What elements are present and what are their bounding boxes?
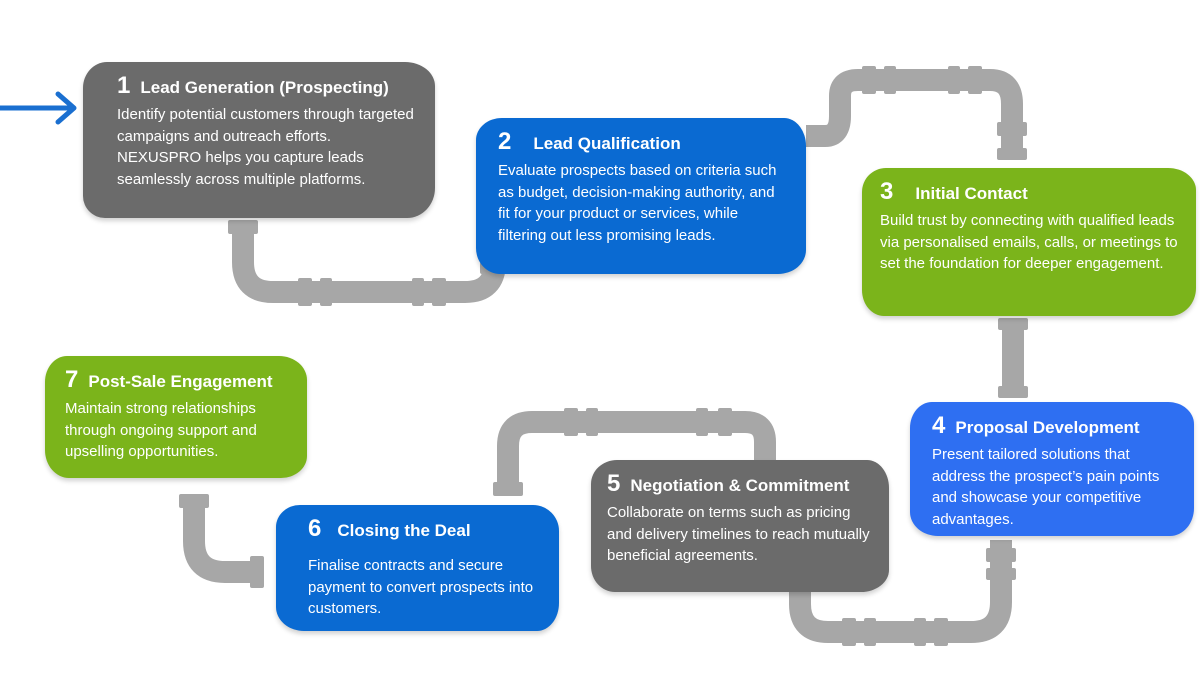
step-number: 3 <box>880 178 894 205</box>
step-card-lead-qualification: 2 Lead Qualification Evaluate prospects … <box>476 118 806 274</box>
pipe-6-to-7 <box>183 498 262 583</box>
pipe-5-to-6 <box>497 411 776 492</box>
step-number: 2 <box>498 128 512 155</box>
step-number: 5 <box>607 470 621 497</box>
step-title: Post-Sale Engagement <box>88 372 273 391</box>
step-header: 5 Negotiation & Commitment <box>607 472 873 496</box>
pipe-4-to-5 <box>789 540 1012 643</box>
step-number: 7 <box>65 366 79 393</box>
step-card-negotiation: 5 Negotiation & Commitment Collaborate o… <box>591 460 889 592</box>
step-card-lead-generation: 1 Lead Generation (Prospecting) Identify… <box>83 62 435 218</box>
step-card-post-sale-engagement: 7 Post-Sale Engagement Maintain strong r… <box>45 356 307 478</box>
step-header: 7 Post-Sale Engagement <box>65 368 291 392</box>
step-title: Lead Qualification <box>533 134 681 153</box>
step-header: 4 Proposal Development <box>932 414 1178 438</box>
step-header: 3 Initial Contact <box>880 180 1180 204</box>
step-description: Identify potential customers through tar… <box>117 106 414 188</box>
step-description: Build trust by connecting with qualified… <box>880 212 1178 272</box>
step-number: 6 <box>308 515 322 542</box>
pipe-1-to-2 <box>232 225 506 303</box>
entry-arrow-icon <box>0 91 77 125</box>
step-description: Maintain strong relationships through on… <box>65 400 257 460</box>
step-header: 1 Lead Generation (Prospecting) <box>117 74 419 98</box>
step-description: Present tailored solutions that address … <box>932 446 1160 528</box>
step-description: Collaborate on terms such as pricing and… <box>607 504 870 564</box>
step-card-closing-the-deal: 6 Closing the Deal Finalise contracts an… <box>276 505 559 631</box>
pipe-2-to-3 <box>806 69 1023 160</box>
step-card-proposal-development: 4 Proposal Development Present tailored … <box>910 402 1194 536</box>
step-description: Finalise contracts and secure payment to… <box>308 557 534 617</box>
step-title: Negotiation & Commitment <box>630 476 850 495</box>
step-description: Evaluate prospects based on criteria suc… <box>498 162 777 244</box>
step-card-initial-contact: 3 Initial Contact Build trust by connect… <box>862 168 1196 316</box>
step-title: Initial Contact <box>915 184 1028 203</box>
step-header: 6 Closing the Deal <box>308 517 543 541</box>
step-title: Closing the Deal <box>337 521 471 540</box>
step-number: 4 <box>932 412 946 439</box>
step-title: Proposal Development <box>955 418 1140 437</box>
step-number: 1 <box>117 72 131 99</box>
step-title: Lead Generation (Prospecting) <box>140 78 389 97</box>
step-header: 2 Lead Qualification <box>498 130 790 154</box>
